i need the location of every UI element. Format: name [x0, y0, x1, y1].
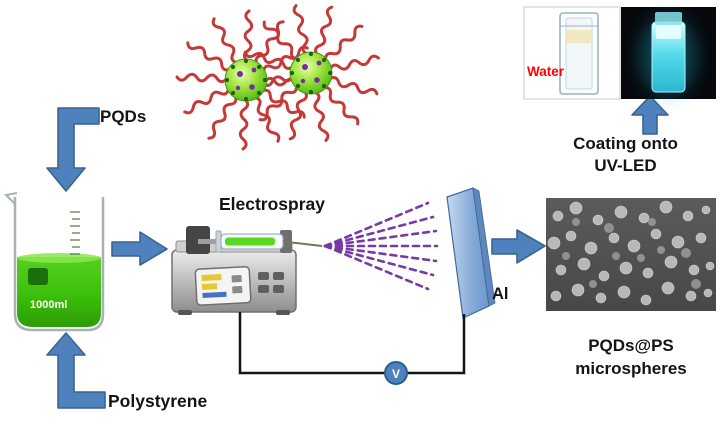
- arrow-pqds-to-beaker: [46, 107, 100, 192]
- sem-microspheres: [547, 200, 715, 306]
- coating-line1: Coating onto: [573, 134, 678, 153]
- flow-arrows: [46, 95, 669, 409]
- voltage-source-circle: [384, 361, 408, 385]
- beaker-volume-label: 1000ml: [30, 299, 67, 311]
- pump-screen: [194, 266, 252, 306]
- coating-line2: UV-LED: [594, 156, 657, 175]
- al-plate-label: Al: [492, 285, 509, 303]
- arrow-polystyrene-to-beaker: [46, 332, 106, 409]
- sem-image: [546, 198, 716, 311]
- beaker-scale: [70, 211, 80, 255]
- sphere-surface-dots: [224, 51, 333, 102]
- al-plate-edge: [472, 187, 496, 307]
- product-label: PQDs@PS microspheres: [546, 334, 716, 380]
- water-label: Water: [527, 64, 565, 79]
- pump-keypad: [258, 272, 284, 293]
- electrospray-label: Electrospray: [218, 194, 326, 214]
- syringe-liquid: [225, 237, 275, 246]
- electrospray-plume: [323, 201, 439, 291]
- product-line1: PQDs@PS: [588, 336, 674, 355]
- arrow-coating-to-led: [631, 95, 669, 135]
- photo-panels: [523, 6, 716, 100]
- hv-wires: [238, 312, 466, 375]
- al-plate-graphic: [446, 187, 496, 319]
- syringe-plunger: [198, 239, 218, 244]
- arrow-plate-to-sem: [491, 229, 546, 264]
- pqds-label: PQDs: [100, 107, 147, 126]
- syringe-flange: [215, 230, 222, 253]
- polystyrene-label: Polystyrene: [108, 391, 208, 411]
- arrow-beaker-to-pump: [111, 231, 168, 266]
- quantum-dot-sphere: [224, 58, 268, 102]
- voltage-source: V: [384, 361, 408, 385]
- beaker-spout: [3, 192, 18, 205]
- coating-uvled-label: Coating onto UV-LED: [543, 133, 708, 177]
- ligand-squiggles: [175, 3, 381, 151]
- sem-microspheres-small: [562, 218, 701, 289]
- product-line2: microspheres: [575, 359, 687, 378]
- beaker-liquid: [17, 257, 101, 327]
- pump-foot: [178, 310, 192, 315]
- syringe-pump: [171, 226, 323, 315]
- pqd-particles-graphic: [175, 3, 381, 151]
- sphere-inner-dots: [235, 60, 322, 91]
- quantum-dot-sphere: [289, 51, 333, 95]
- beaker-glass: [13, 197, 105, 332]
- voltage-source-label: V: [392, 367, 400, 381]
- beaker: 1000ml: [3, 192, 105, 332]
- syringe-needle: [282, 240, 323, 247]
- pump-foot: [276, 310, 290, 315]
